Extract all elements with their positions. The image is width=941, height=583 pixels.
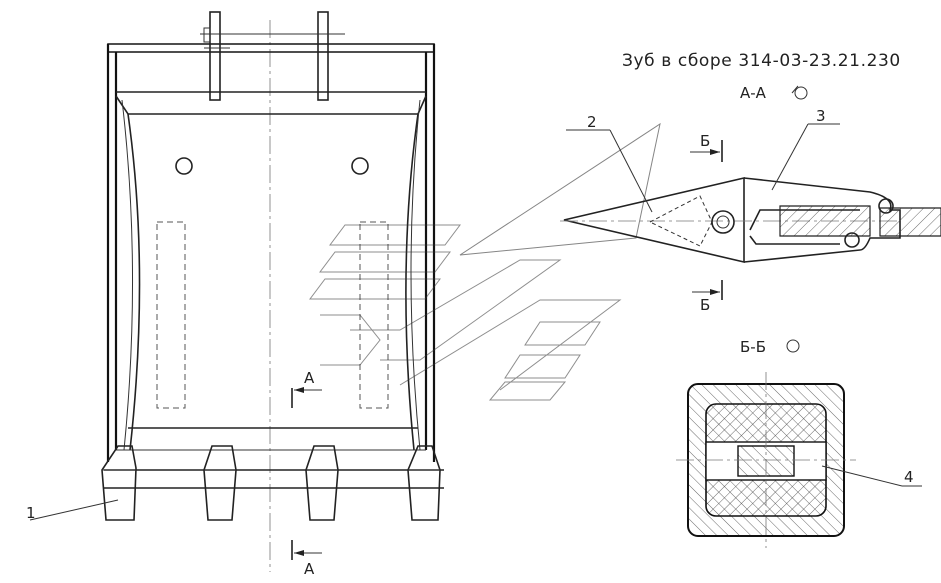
section-bb-label: Б-Б — [740, 338, 766, 356]
bucket-front-view: 1 — [26, 11, 444, 572]
cut-marker-a: А А — [291, 369, 322, 578]
bucket-teeth — [101, 445, 441, 521]
cut-label-b-bottom: Б — [700, 296, 710, 314]
section-aa-view: А-А Б Б 2 3 — [459, 84, 941, 314]
drawing-title: Зуб в сборе 314-03-23.21.230 — [622, 51, 901, 71]
callout-4: 4 — [904, 468, 914, 486]
cut-label-b-top: Б — [700, 132, 710, 150]
callout-3: 3 — [816, 107, 826, 125]
section-aa-label: А-А — [740, 84, 767, 102]
callout-2: 2 — [587, 113, 597, 131]
callout-1: 1 — [26, 504, 36, 522]
watermark-logo — [309, 224, 622, 401]
cut-label-a-bottom: А — [304, 560, 315, 578]
section-bb-view: Б-Б 4 — [676, 338, 922, 548]
cut-label-a-top: А — [304, 369, 315, 387]
